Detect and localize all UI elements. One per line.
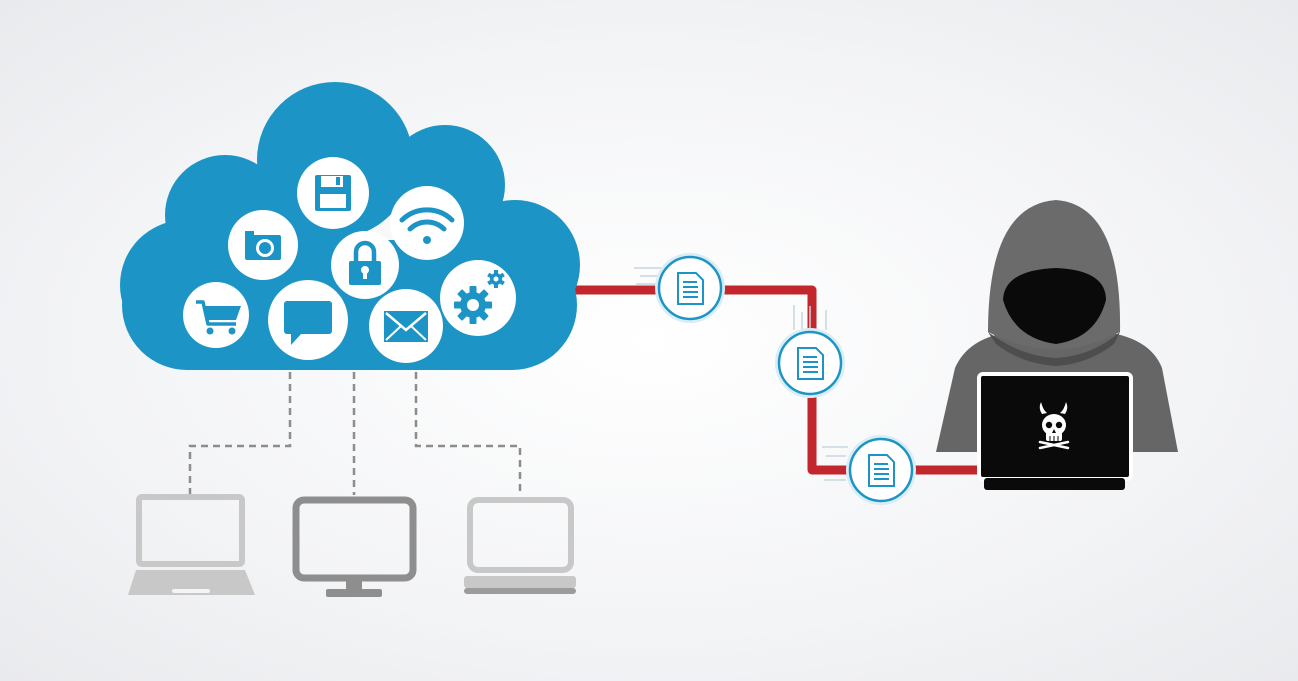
shopping-cart-icon [183,282,249,348]
gear-icon [440,260,516,336]
device-connectors [188,372,522,495]
hacker-face-shadow [1003,268,1106,344]
hacker-laptop [977,372,1133,490]
envelope-icon [369,289,443,363]
floppy-disk-icon [297,157,369,229]
wifi-icon [390,186,464,260]
chat-bubble-icon [268,280,348,360]
connector-right [414,372,522,495]
document-node-2 [775,305,845,398]
document-node-3 [822,435,916,505]
exfiltration-line [570,285,985,475]
connector-left [188,372,292,495]
laptop-right [464,497,576,594]
desktop-monitor [292,496,417,597]
document-node-1 [634,253,725,323]
laptop-left [128,494,255,595]
horned-skull-icon [1038,402,1070,450]
padlock-icon [331,231,399,299]
camera-icon [228,210,298,280]
